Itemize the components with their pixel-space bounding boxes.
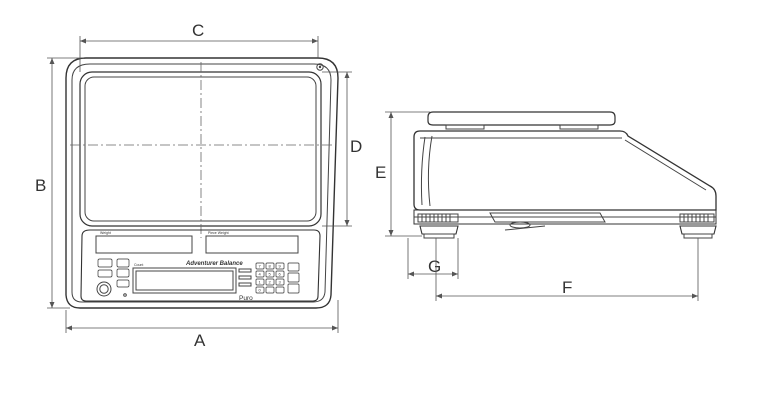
side-view: E G F — [375, 111, 717, 301]
keypad-key — [275, 278, 285, 286]
left-function-buttons — [96, 258, 130, 297]
function-key — [287, 272, 300, 283]
keypad-key-label: 6 — [279, 272, 282, 277]
dimension-g: G — [407, 238, 459, 279]
keypad-key — [275, 262, 285, 270]
piece-weight-display-label: Piece Weight — [208, 231, 229, 235]
dimension-a: A — [65, 300, 339, 350]
keypad-key — [265, 286, 275, 294]
base-detail — [489, 212, 606, 223]
pan-support — [445, 124, 485, 130]
status-indicators — [238, 268, 252, 287]
keypad-key — [255, 278, 265, 286]
dimension-b-label: B — [35, 176, 46, 195]
keypad-key — [255, 286, 265, 294]
side-body — [413, 130, 717, 211]
dimension-c-label: C — [192, 21, 204, 40]
weight-display-label: Weight — [100, 231, 111, 235]
keypad-key-label: . — [269, 288, 270, 293]
dimension-d: D — [322, 71, 362, 227]
dimension-e: E — [375, 111, 430, 237]
keypad-key-label: 0 — [259, 288, 262, 293]
weight-display — [95, 235, 193, 254]
weighing-pan-inner — [84, 76, 317, 222]
keypad-key — [275, 270, 285, 278]
function-button — [116, 268, 130, 278]
dimension-g-label: G — [428, 257, 441, 276]
keypad-key — [255, 270, 265, 278]
keypad-key-label: 8 — [269, 264, 272, 269]
keypad-key — [255, 262, 265, 270]
function-button — [116, 279, 130, 288]
right-foot — [679, 213, 717, 239]
left-foot — [417, 213, 459, 239]
function-button — [97, 258, 113, 268]
keypad-key — [265, 278, 275, 286]
function-key — [287, 262, 300, 272]
function-button — [97, 269, 113, 278]
corner-screw-icon — [316, 63, 324, 71]
keypad-key — [265, 262, 275, 270]
dimension-e-label: E — [375, 163, 386, 182]
dimension-c: C — [79, 21, 319, 72]
weighing-pan — [79, 71, 322, 227]
side-pan — [427, 111, 616, 126]
function-key — [287, 283, 300, 294]
count-display-label: Count — [134, 263, 143, 267]
keypad-key-label: 4 — [259, 272, 262, 277]
level-bubble-icon — [509, 221, 531, 229]
housing-inner-outline — [71, 63, 332, 303]
brand-logo: Adventurer Balance — [185, 261, 243, 267]
keypad-key-label: 5 — [269, 272, 272, 277]
keypad-key-label: 3 — [279, 280, 282, 285]
keypad-key-label: 1 — [259, 280, 262, 285]
front-view: Weight Piece Weight Adventurer Balance C… — [35, 21, 362, 350]
keypad-key-label: 2 — [269, 280, 272, 285]
housing-outline — [65, 57, 339, 309]
piece-weight-display — [205, 235, 299, 254]
function-button — [116, 258, 130, 268]
keypad-key-label: 9 — [279, 264, 282, 269]
keypad-key — [275, 286, 285, 294]
dimension-f: F — [435, 238, 699, 301]
dimension-b: B — [35, 57, 84, 309]
indicator-dot-icon — [123, 293, 127, 297]
dimension-a-label: A — [194, 331, 206, 350]
numeric-keypad: 7 8 9 4 5 6 1 2 3 0 . — [255, 262, 300, 294]
dimension-d-label: D — [350, 137, 362, 156]
dimension-f-label: F — [562, 278, 572, 297]
model-name: Puro — [239, 295, 253, 302]
keypad-key — [265, 270, 275, 278]
power-knob-icon — [96, 281, 112, 297]
pan-support — [559, 124, 599, 130]
control-panel — [80, 229, 321, 302]
keypad-key-label: 7 — [259, 264, 262, 269]
count-display — [132, 267, 237, 294]
